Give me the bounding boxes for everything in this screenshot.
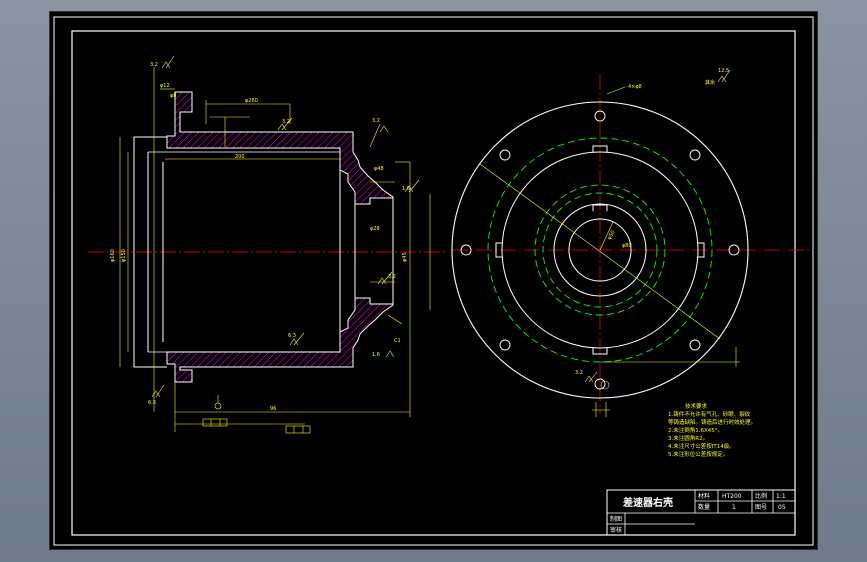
svg-text:1:1: 1:1 (776, 493, 786, 500)
svg-text:数量: 数量 (698, 503, 710, 511)
svg-text:3.2: 3.2 (372, 118, 380, 124)
tech-req-title: 技术要求 (685, 402, 708, 410)
hidden-circle-large (487, 137, 713, 363)
svg-text:96: 96 (270, 406, 276, 412)
rest-roughness-symbol: 其余 12.5 (705, 68, 731, 86)
svg-text:4.未注尺寸公差按IT14级。: 4.未注尺寸公差按IT14级。 (668, 442, 735, 450)
outer-border (53, 16, 814, 546)
tolerance-frames (202, 418, 311, 434)
svg-text:C1: C1 (394, 338, 401, 344)
bolt-holes (460, 110, 740, 390)
lower-wall-section (166, 297, 394, 383)
section-dim-text: φ260 200 φ160 φ150 φ45 96 φ12 φ8 φ48 C1 … (110, 83, 408, 412)
end-view-dimensions (479, 86, 740, 417)
svg-text:3.2: 3.2 (575, 370, 583, 376)
svg-text:6.3: 6.3 (148, 400, 156, 406)
svg-text:4×φ8: 4×φ8 (628, 84, 642, 90)
body-circle (501, 151, 699, 349)
svg-text:φ160: φ160 (110, 249, 116, 262)
svg-text:6.3: 6.3 (288, 333, 296, 339)
svg-text:其余: 其余 (705, 79, 715, 86)
svg-text:3.2: 3.2 (282, 119, 290, 125)
part-name: 差速器右壳 (623, 496, 673, 509)
svg-text:5.未注形位公差按规定。: 5.未注形位公差按规定。 (668, 450, 728, 458)
svg-text:HT200: HT200 (722, 493, 742, 500)
svg-text:等铸造缺陷。铸造后进行时效处理。: 等铸造缺陷。铸造后进行时效处理。 (668, 418, 756, 426)
hidden-circle-mid (534, 184, 666, 316)
svg-text:图号: 图号 (755, 504, 767, 511)
svg-text:1: 1 (732, 504, 736, 511)
svg-text:φ50: φ50 (607, 230, 617, 241)
svg-text:3.2: 3.2 (388, 274, 396, 280)
svg-text:材料: 材料 (698, 492, 710, 500)
upper-wall-section (166, 91, 394, 205)
svg-text:φ48: φ48 (374, 166, 384, 172)
section-view: φ260 200 φ160 φ150 φ45 96 φ12 φ8 φ48 C1 … (88, 55, 445, 434)
svg-text:φ8: φ8 (170, 93, 176, 99)
svg-text:比例: 比例 (755, 492, 767, 500)
svg-text:φ260: φ260 (245, 98, 258, 104)
svg-text:200: 200 (235, 154, 245, 160)
svg-text:2.未注倒角1.6X45°。: 2.未注倒角1.6X45°。 (668, 426, 723, 434)
svg-text:12.5: 12.5 (718, 68, 729, 74)
roughness-marks: 3.2 6.3 1.6 3.2 3.2 6.3 1.6 3.2 (148, 55, 420, 406)
technical-requirements: 技术要求 1.铸件不允许有气孔、砂眼、裂纹 等铸造缺陷。铸造后进行时效处理。 2… (668, 402, 756, 458)
svg-text:3.2: 3.2 (150, 62, 158, 68)
svg-text:φ80: φ80 (622, 243, 632, 249)
title-block: 差速器右壳 材料 HT200 比例 1:1 数量 1 图号 05 制图 审核 (606, 489, 796, 536)
svg-text:审核: 审核 (610, 526, 622, 534)
flange-outer-circle (451, 101, 749, 399)
svg-text:1.6: 1.6 (402, 186, 410, 192)
notches (495, 145, 705, 355)
svg-text:φ28: φ28 (370, 226, 380, 232)
svg-text:1.6: 1.6 (372, 352, 380, 358)
datum-symbol (214, 395, 222, 410)
svg-text:φ150: φ150 (121, 249, 127, 262)
end-view: φ80 φ50 4×φ8 3.2 其余 12.5 (451, 68, 812, 417)
hidden-circle-small (542, 192, 658, 308)
svg-text:1.铸件不允许有气孔、砂眼、裂纹: 1.铸件不允许有气孔、砂眼、裂纹 (668, 410, 751, 418)
svg-text:3.未注圆角R2。: 3.未注圆角R2。 (668, 434, 708, 442)
svg-text:05: 05 (778, 504, 786, 511)
cad-drawing-canvas[interactable]: φ260 200 φ160 φ150 φ45 96 φ12 φ8 φ48 C1 … (50, 12, 817, 549)
svg-text:φ12: φ12 (160, 83, 170, 89)
svg-text:制图: 制图 (610, 515, 622, 523)
bore-inner-circle (568, 218, 632, 282)
section-dimensions (119, 67, 431, 432)
svg-text:φ45: φ45 (402, 252, 408, 262)
inner-border (71, 30, 796, 536)
drawing-sheet: φ260 200 φ160 φ150 φ45 96 φ12 φ8 φ48 C1 … (50, 12, 817, 549)
bore-outer-circle (553, 203, 647, 297)
